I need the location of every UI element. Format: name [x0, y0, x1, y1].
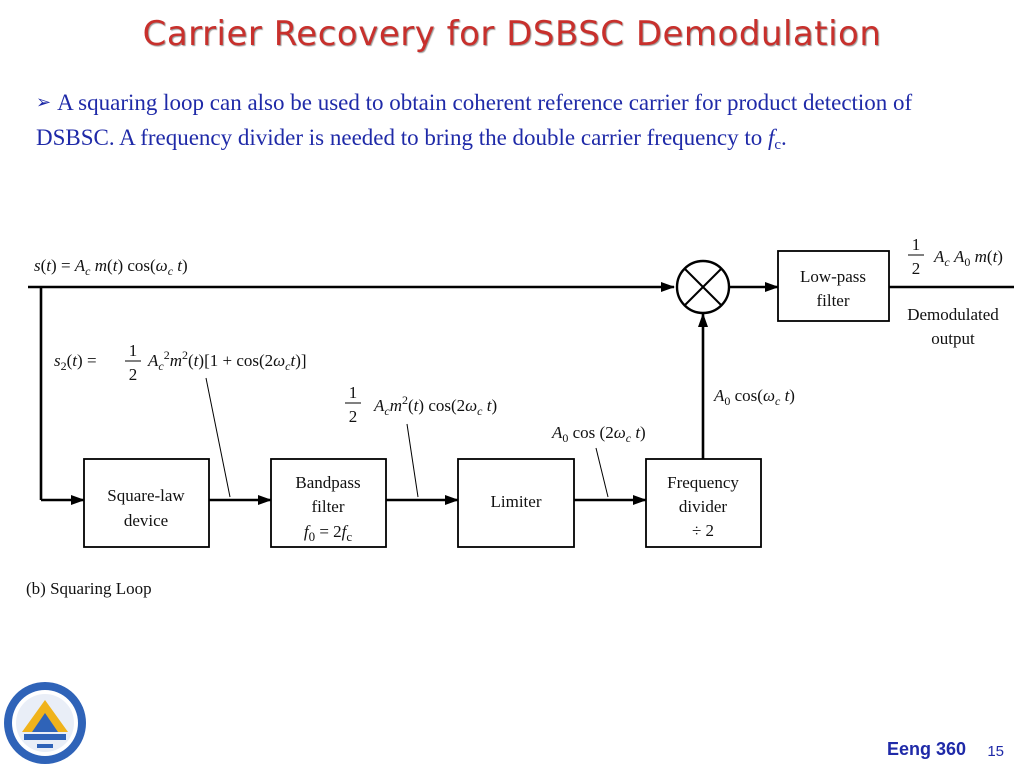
divider-label-1: Frequency — [667, 473, 739, 492]
svg-text:1: 1 — [129, 341, 138, 360]
frequency-divider-block — [645, 458, 762, 548]
bandpass-label-1: Bandpass — [295, 473, 360, 492]
squared-signal-pointer — [205, 377, 231, 498]
university-logo — [4, 682, 86, 764]
square-law-block — [83, 458, 210, 548]
svg-text:s(t) = Ac m(t) cos(ωc t): s(t) = Ac m(t) cos(ωc t) — [34, 256, 188, 278]
svg-text:2: 2 — [129, 365, 138, 384]
svg-text:Ac A0 m(t): Ac A0 m(t) — [933, 247, 1003, 269]
slide-title: Carrier Recovery for DSBSC Demodulation — [142, 14, 882, 54]
lowpass-label-2: filter — [816, 291, 849, 310]
course-footer: Eeng 360 — [886, 739, 966, 759]
svg-text:A0 cos(ωc t): A0 cos(ωc t) — [713, 386, 795, 408]
svg-text:1: 1 — [912, 235, 921, 254]
bandpass-block — [270, 458, 387, 548]
bullet-paragraph: ➢A squaring loop can also be used to obt… — [36, 86, 996, 162]
svg-text:Acm2(t) cos(2ωc t): Acm2(t) cos(2ωc t) — [373, 393, 497, 418]
bandpass-f0-label: f0 = 2fc — [304, 522, 353, 544]
svg-text:2: 2 — [912, 259, 921, 278]
input-signal-equation: s(t) = Ac m(t) cos(ωc t) — [34, 256, 188, 278]
arrow-bullet-icon: ➢ — [36, 92, 52, 112]
divider-label-2: divider — [679, 497, 727, 516]
limiter-output-pointer — [595, 447, 609, 498]
bandpass-output-pointer — [406, 423, 419, 498]
fc-symbol: f — [767, 125, 775, 150]
output-equation: 1 2 Ac A0 m(t) — [908, 235, 1003, 278]
page-number: 15 — [987, 743, 1004, 760]
svg-text:Ac2m2(t)[1 + cos(2ωct)]: Ac2m2(t)[1 + cos(2ωct)] — [147, 348, 307, 373]
bandpass-label-2: filter — [311, 497, 344, 516]
svg-text:A0 cos (2ωc t): A0 cos (2ωc t) — [551, 423, 646, 445]
limiter-block — [457, 458, 575, 548]
divider-output-equation: A0 cos(ωc t) — [713, 386, 795, 408]
diagram-caption: (b) Squaring Loop — [26, 579, 152, 598]
output-label-2: output — [931, 329, 975, 348]
multiplier-icon — [675, 259, 731, 315]
lowpass-label-1: Low-pass — [800, 267, 866, 286]
svg-text:1: 1 — [349, 383, 358, 402]
lowpass-block — [777, 250, 890, 322]
divider-label-3: ÷ 2 — [692, 521, 714, 540]
bullet-text: A squaring loop can also be used to obta… — [36, 90, 913, 150]
square-law-label-2: device — [124, 511, 168, 530]
svg-text:s2(t) =: s2(t) = — [54, 351, 97, 373]
bullet-end: . — [781, 125, 787, 150]
squared-signal-equation: s2(t) = 1 2 Ac2m2(t)[1 + cos(2ωct)] — [54, 341, 307, 384]
bandpass-output-equation: 1 2 Acm2(t) cos(2ωc t) — [345, 383, 497, 426]
limiter-output-equation: A0 cos (2ωc t) — [551, 423, 646, 445]
svg-text:2: 2 — [349, 407, 358, 426]
limiter-label: Limiter — [491, 492, 542, 511]
output-label-1: Demodulated — [907, 305, 999, 324]
fc-subscript: c — [774, 137, 782, 153]
square-law-label-1: Square-law — [107, 486, 185, 505]
